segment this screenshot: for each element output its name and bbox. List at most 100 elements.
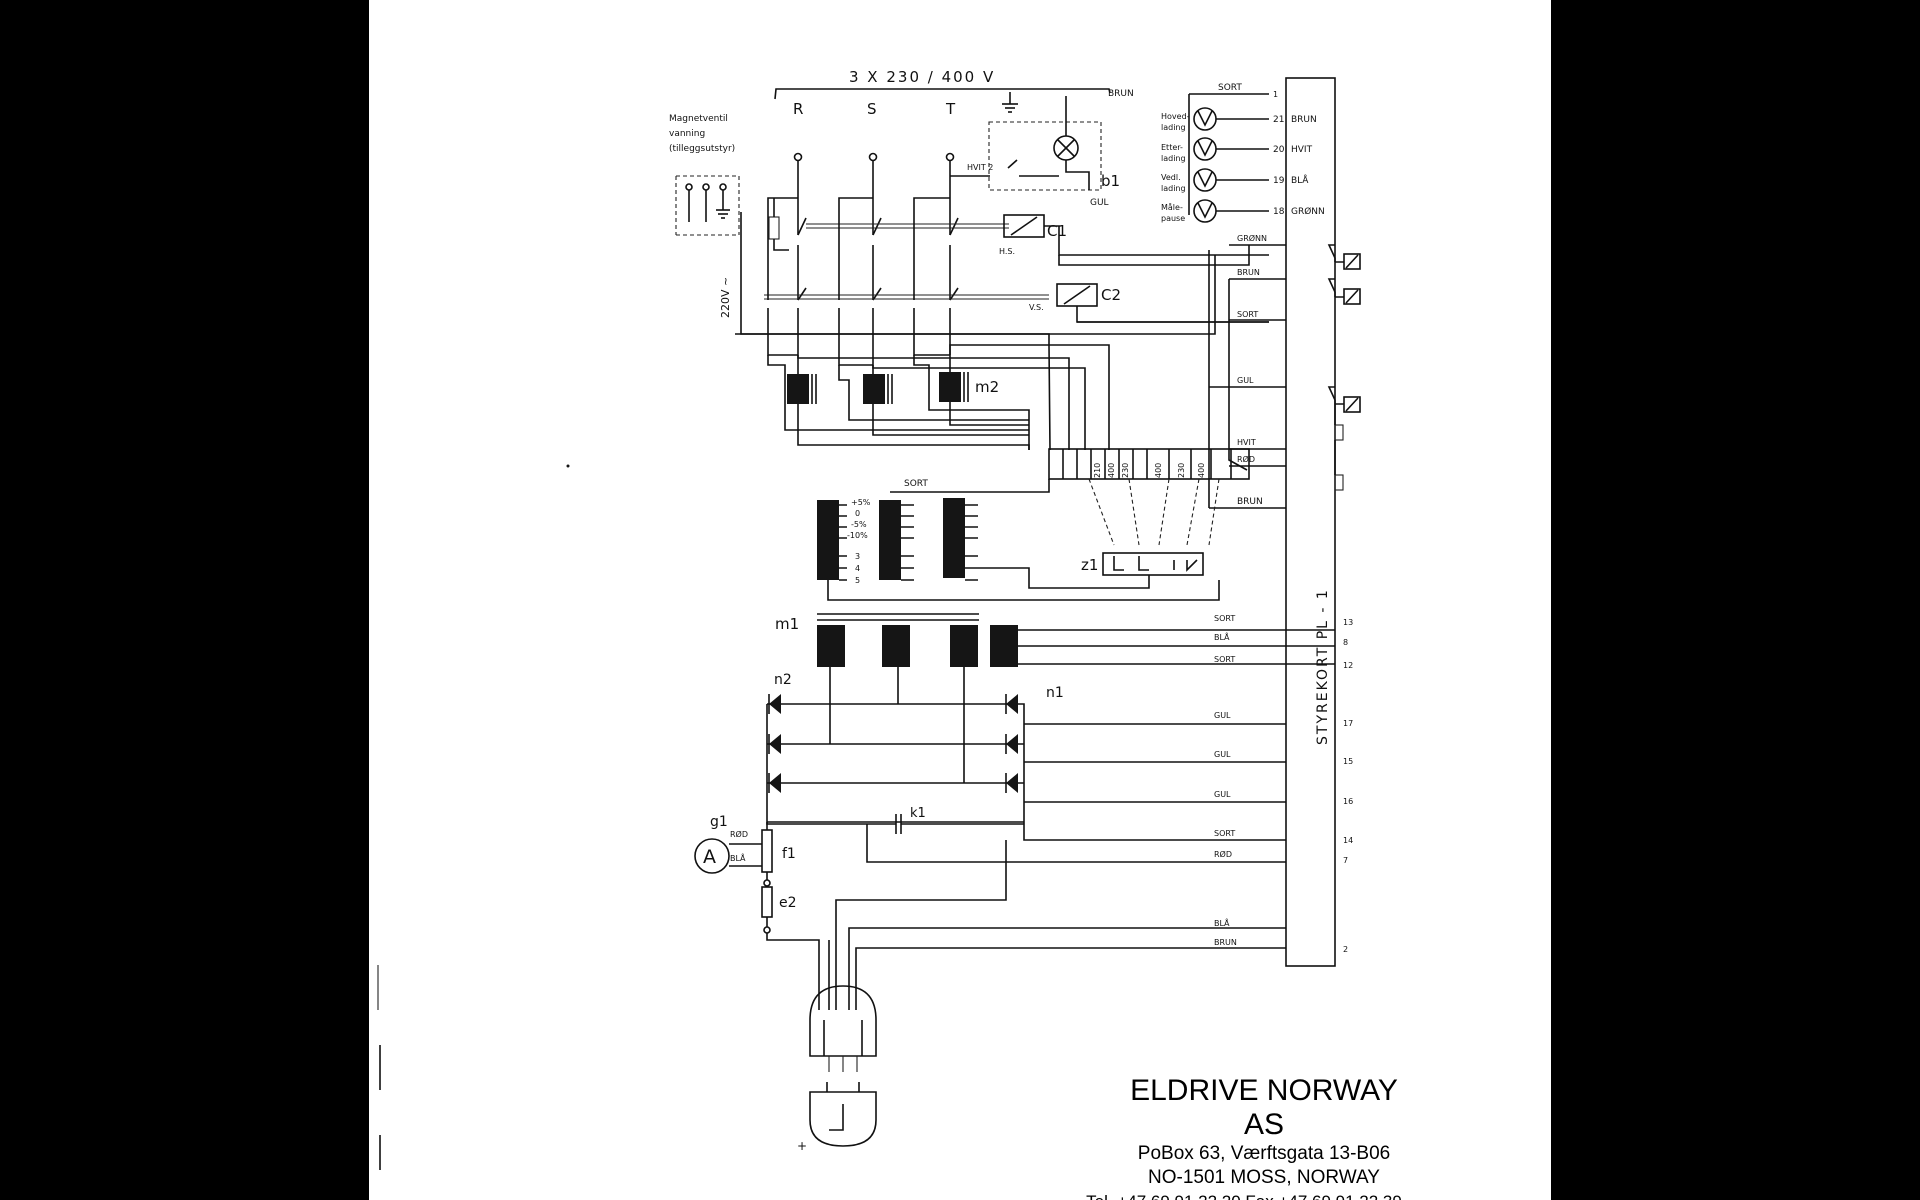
svg-text:Måle-: Måle-	[1161, 202, 1183, 212]
svg-text:7: 7	[1343, 856, 1348, 865]
svg-text:21: 21	[1273, 115, 1284, 125]
svg-text:BLÅ: BLÅ	[1214, 917, 1230, 928]
svg-text:lading: lading	[1161, 123, 1186, 132]
wire-label-brun-top: BRUN	[1108, 89, 1134, 99]
relay-wiring: GRØNN BRUN SORT GUL HVIT RØD BRUN	[1058, 233, 1361, 509]
contactor-c2: C2 V.S.	[1029, 283, 1269, 323]
svg-text:BRUN: BRUN	[1237, 268, 1260, 277]
svg-text:17: 17	[1343, 719, 1353, 728]
svg-text:12: 12	[1343, 661, 1353, 670]
svg-text:5: 5	[855, 576, 860, 585]
svg-text:HVIT: HVIT	[1237, 438, 1256, 447]
svg-text:8: 8	[1343, 638, 1348, 647]
company-name: ELDRIVE NORWAY AS	[1130, 1074, 1398, 1141]
svg-text:z1: z1	[1081, 556, 1098, 574]
svg-text:+: +	[797, 1139, 807, 1153]
svg-text:BLÅ: BLÅ	[1291, 174, 1309, 186]
svg-text:Magnetventil: Magnetventil	[669, 114, 728, 124]
selector-z1: z1	[1081, 552, 1204, 576]
svg-text:210: 210	[1093, 463, 1102, 478]
svg-text:HVIT: HVIT	[1291, 145, 1313, 155]
svg-text:BRUN: BRUN	[1291, 115, 1317, 125]
terminal-block: 210 400 230 400 230 400	[1048, 448, 1250, 546]
svg-text:4: 4	[855, 564, 860, 573]
indicator-lamps: SORT 1 Hoved- lading 21 BRUN Etter- ladi…	[1161, 83, 1325, 223]
svg-text:Etter-: Etter-	[1161, 143, 1183, 152]
svg-text:0: 0	[855, 509, 860, 518]
svg-text:20: 20	[1273, 145, 1285, 155]
svg-text:C2: C2	[1101, 286, 1121, 304]
control-board: STYREKORT PL - 1	[1285, 77, 1336, 967]
svg-text:GUL: GUL	[1214, 750, 1231, 759]
ammeter-g1: g1 A RØD BLÅ	[694, 814, 762, 874]
svg-text:BRUN: BRUN	[1237, 497, 1263, 507]
phase-t-label: T	[945, 100, 956, 118]
contactor-c1: C1 H.S.	[999, 214, 1269, 256]
svg-text:Hoved-: Hoved-	[1161, 112, 1190, 121]
supply-label: 3 X 230 / 400 V	[849, 68, 995, 86]
svg-text:vanning: vanning	[669, 129, 705, 139]
svg-text:e2: e2	[779, 895, 797, 911]
svg-text:n2: n2	[774, 672, 792, 688]
company-address-block: ELDRIVE NORWAY AS PoBox 63, Værftsgata 1…	[1086, 1074, 1419, 1200]
element-e2: e2	[761, 886, 820, 1010]
supply-bracket	[774, 88, 1111, 100]
svg-text:GUL: GUL	[1214, 790, 1231, 799]
svg-text:m2: m2	[975, 378, 999, 396]
svg-text:14: 14	[1343, 836, 1353, 845]
svg-text:16: 16	[1343, 797, 1353, 806]
svg-text:GRØNN: GRØNN	[1237, 233, 1267, 243]
company-phone: Tel. +47 69 91 22 20 Fax +47 69 91 22 39	[1069, 1190, 1419, 1200]
control-voltage-label: 220V ~	[719, 277, 732, 318]
svg-text:BRUN: BRUN	[1214, 938, 1237, 947]
company-address1: PoBox 63, Værftsgata 13-B06	[1137, 1143, 1391, 1164]
svg-text:SORT: SORT	[1214, 614, 1235, 623]
svg-text:H.S.: H.S.	[999, 247, 1015, 256]
phase-s-label: S	[867, 100, 877, 118]
mains-plug: +	[797, 840, 1286, 1153]
svg-text:RØD: RØD	[1214, 849, 1232, 859]
svg-text:A: A	[703, 846, 716, 868]
svg-text:lading: lading	[1161, 154, 1186, 163]
svg-text:BLÅ: BLÅ	[730, 852, 746, 863]
svg-text:pause: pause	[1161, 214, 1185, 223]
rectifier-bridge: n2 n1	[766, 667, 1286, 841]
lamp-b1-box: HVIT 2 GUL b1	[950, 96, 1120, 208]
svg-text:V.S.: V.S.	[1029, 303, 1044, 312]
svg-text:GRØNN: GRØNN	[1291, 206, 1325, 217]
fuse-f1: f1	[761, 822, 796, 887]
svg-text:13: 13	[1343, 618, 1353, 627]
svg-text:400: 400	[1154, 463, 1163, 478]
svg-text:SORT: SORT	[1214, 655, 1235, 664]
svg-text:RØD: RØD	[1237, 454, 1255, 464]
svg-text:lading: lading	[1161, 184, 1186, 193]
svg-text:-10%: -10%	[847, 531, 868, 540]
svg-text:230: 230	[1121, 463, 1130, 478]
svg-text:GUL: GUL	[1214, 711, 1231, 720]
svg-text:SORT: SORT	[1237, 310, 1258, 319]
svg-text:3: 3	[855, 552, 860, 561]
svg-text:18: 18	[1273, 207, 1285, 217]
svg-text:15: 15	[1343, 757, 1353, 766]
svg-text:BLÅ: BLÅ	[1214, 631, 1230, 642]
board-label: STYREKORT PL - 1	[1315, 588, 1331, 745]
magnet-valve: Magnetventil vanning (tilleggsutstyr)	[669, 114, 740, 236]
svg-text:-5%: -5%	[851, 520, 867, 529]
scan-marks	[377, 464, 570, 1170]
svg-text:(tilleggsutstyr): (tilleggsutstyr)	[669, 144, 735, 154]
transformer-m1: m1	[775, 613, 1286, 667]
svg-text:400: 400	[1107, 463, 1116, 478]
svg-text:k1: k1	[910, 806, 926, 821]
svg-text:230: 230	[1177, 463, 1186, 478]
choke-m2: m2	[787, 372, 999, 404]
transformer-taps: SORT +5% 0 -5% -10% 3 4 5	[817, 479, 1220, 601]
svg-text:f1: f1	[782, 846, 796, 862]
terminal-wiring	[741, 333, 1110, 451]
board-pins-bottom: SORT 13 BLÅ 8 SORT 12 GUL 17 GUL 15 GUL …	[1214, 614, 1353, 954]
ground-symbol	[1002, 92, 1018, 113]
svg-text:m1: m1	[775, 615, 799, 633]
svg-text:C1: C1	[1047, 222, 1067, 240]
svg-text:GUL: GUL	[1237, 376, 1254, 385]
capacitor-k1: k1	[766, 806, 1286, 863]
svg-text:SORT: SORT	[1214, 829, 1235, 838]
